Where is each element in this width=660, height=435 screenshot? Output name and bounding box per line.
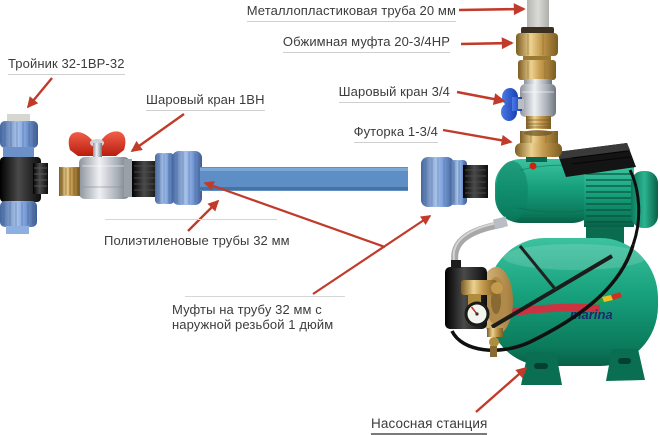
priming-plug: [529, 162, 537, 170]
arrow-ball-valve-1vn: [130, 113, 185, 152]
label-ball-valve-1vn: Шаровый кран 1ВН: [146, 92, 265, 111]
arrow-ball-valve-34: [456, 90, 506, 105]
ball-valve-1vn-image: [59, 131, 132, 199]
pump-outlet-port: [526, 153, 547, 162]
arrow-compression-coupling: [460, 37, 514, 50]
label-couplings: Муфты на трубу 32 мм с наружной резьбой …: [172, 302, 334, 332]
ball-valve-34-image: [501, 79, 556, 129]
label-futorka: Футорка 1-3/4: [353, 124, 438, 143]
tank-foot-rear: [606, 349, 645, 381]
coupling-left-image: [132, 151, 202, 205]
metal-plastic-pipe-image: [527, 0, 549, 27]
arrow-coupling-right: [312, 215, 432, 295]
brass-manifold: [461, 280, 497, 295]
annotation-arrows: [26, 3, 528, 413]
coupling-right-image: [421, 157, 488, 207]
tank-stripe: [489, 303, 600, 320]
label-pump-station: Насосная станция: [371, 416, 488, 435]
polyethylene-pipe-image: [200, 167, 408, 191]
tee-fitting-image: [0, 114, 48, 234]
pump-station-image: marina: [445, 143, 658, 385]
label-tee: Тройник 32-1ВР-32: [8, 56, 125, 75]
label-rule-poly: [105, 219, 277, 220]
hose-clamp: [492, 216, 509, 230]
power-cable: [628, 169, 641, 246]
label-metal-pipe: Металлопластиковая труба 20 мм: [246, 3, 456, 22]
label-compression-coupling: Обжимная муфта 20-3/4НР: [282, 34, 450, 53]
support-brace: [490, 254, 614, 329]
arrow-pump-station: [475, 366, 528, 413]
motor-fins: [584, 167, 634, 227]
pressure-tank: [487, 238, 658, 366]
label-rule-couplings: [185, 296, 345, 297]
red-valve-handle: [68, 131, 126, 156]
futorka-image: [515, 130, 562, 157]
arrow-coupling-left: [203, 181, 386, 249]
arrow-poly-pipe: [187, 199, 220, 232]
arrow-futorka: [442, 128, 513, 146]
label-poly-pipes: Полиэтиленовые трубы 32 мм: [104, 233, 290, 248]
compression-fitting-image: [516, 27, 558, 80]
label-ball-valve-34: Шаровый кран 3/4: [338, 84, 450, 103]
arrow-tee: [26, 77, 53, 109]
arrow-metal-pipe: [458, 3, 526, 16]
